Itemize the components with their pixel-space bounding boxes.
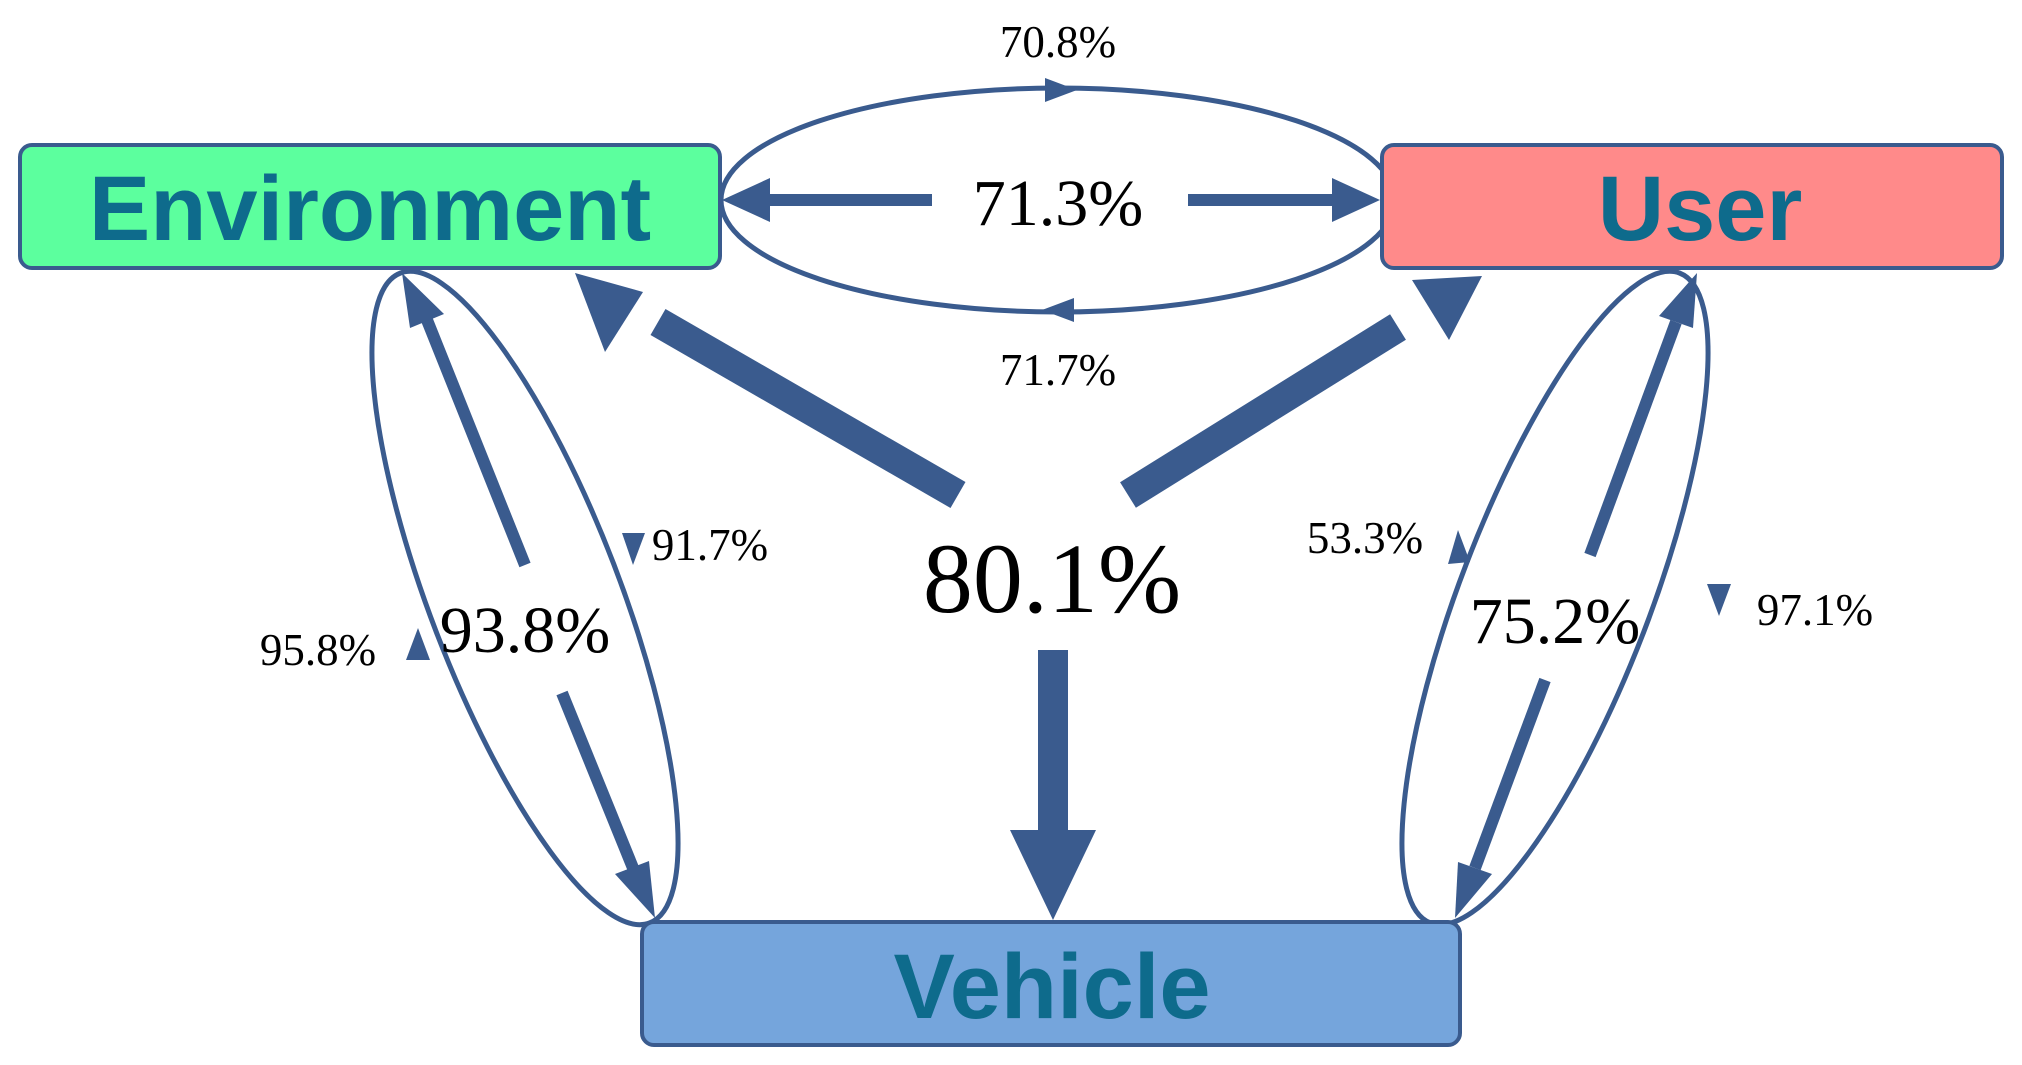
ring-head-vehicle-to-env [406,628,430,660]
label-vehicle-to-env: 95.8% [260,625,376,675]
user-vehicle-shaft-down [1469,677,1551,871]
center-to-user-head [1412,276,1482,340]
label-env-user-pair: 71.3% [973,167,1143,240]
environment-label: Environment [89,158,651,260]
center-to-vehicle-head [1010,830,1096,920]
env-vehicle-head-down [615,861,655,918]
vehicle-node: Vehicle [640,920,1462,1047]
ring-head-env-to-vehicle [622,533,645,565]
ring-head-user-to-env [1042,298,1074,322]
label-env-vehicle-pair: 93.8% [440,594,610,667]
ring-head-env-to-user [1045,78,1077,102]
env-user-head-left [722,178,770,222]
label-center: 80.1% [923,523,1181,634]
env-vehicle-shaft-up [421,317,531,568]
ring-head-user-to-vehicle [1707,584,1731,616]
user-vehicle-head-up [1659,273,1697,328]
label-env-to-vehicle: 91.7% [652,520,768,570]
env-vehicle-head-up [402,273,444,328]
center-to-env-head [575,273,643,352]
user-label: User [1598,158,1803,260]
center-to-env-shaft [650,309,966,508]
user-vehicle-head-down [1455,862,1492,918]
label-vehicle-to-user: 53.3% [1307,513,1423,563]
environment-box [18,143,722,270]
env-user-head-right [1332,178,1380,222]
user-box [1380,143,2004,270]
vehicle-label: Vehicle [893,936,1210,1038]
ring-head-vehicle-to-user [1448,530,1470,564]
environment-node: Environment [18,143,722,270]
env-vehicle-shaft-down [556,690,639,871]
vehicle-box [640,920,1462,1047]
label-user-vehicle-pair: 75.2% [1470,585,1640,658]
label-user-to-env: 71.7% [1000,345,1116,395]
center-to-user-shaft [1120,314,1406,508]
user-vehicle-shaft-up [1584,319,1682,558]
label-env-to-user: 70.8% [1000,17,1116,67]
user-node: User [1380,143,2004,270]
label-user-to-vehicle: 97.1% [1757,585,1873,635]
